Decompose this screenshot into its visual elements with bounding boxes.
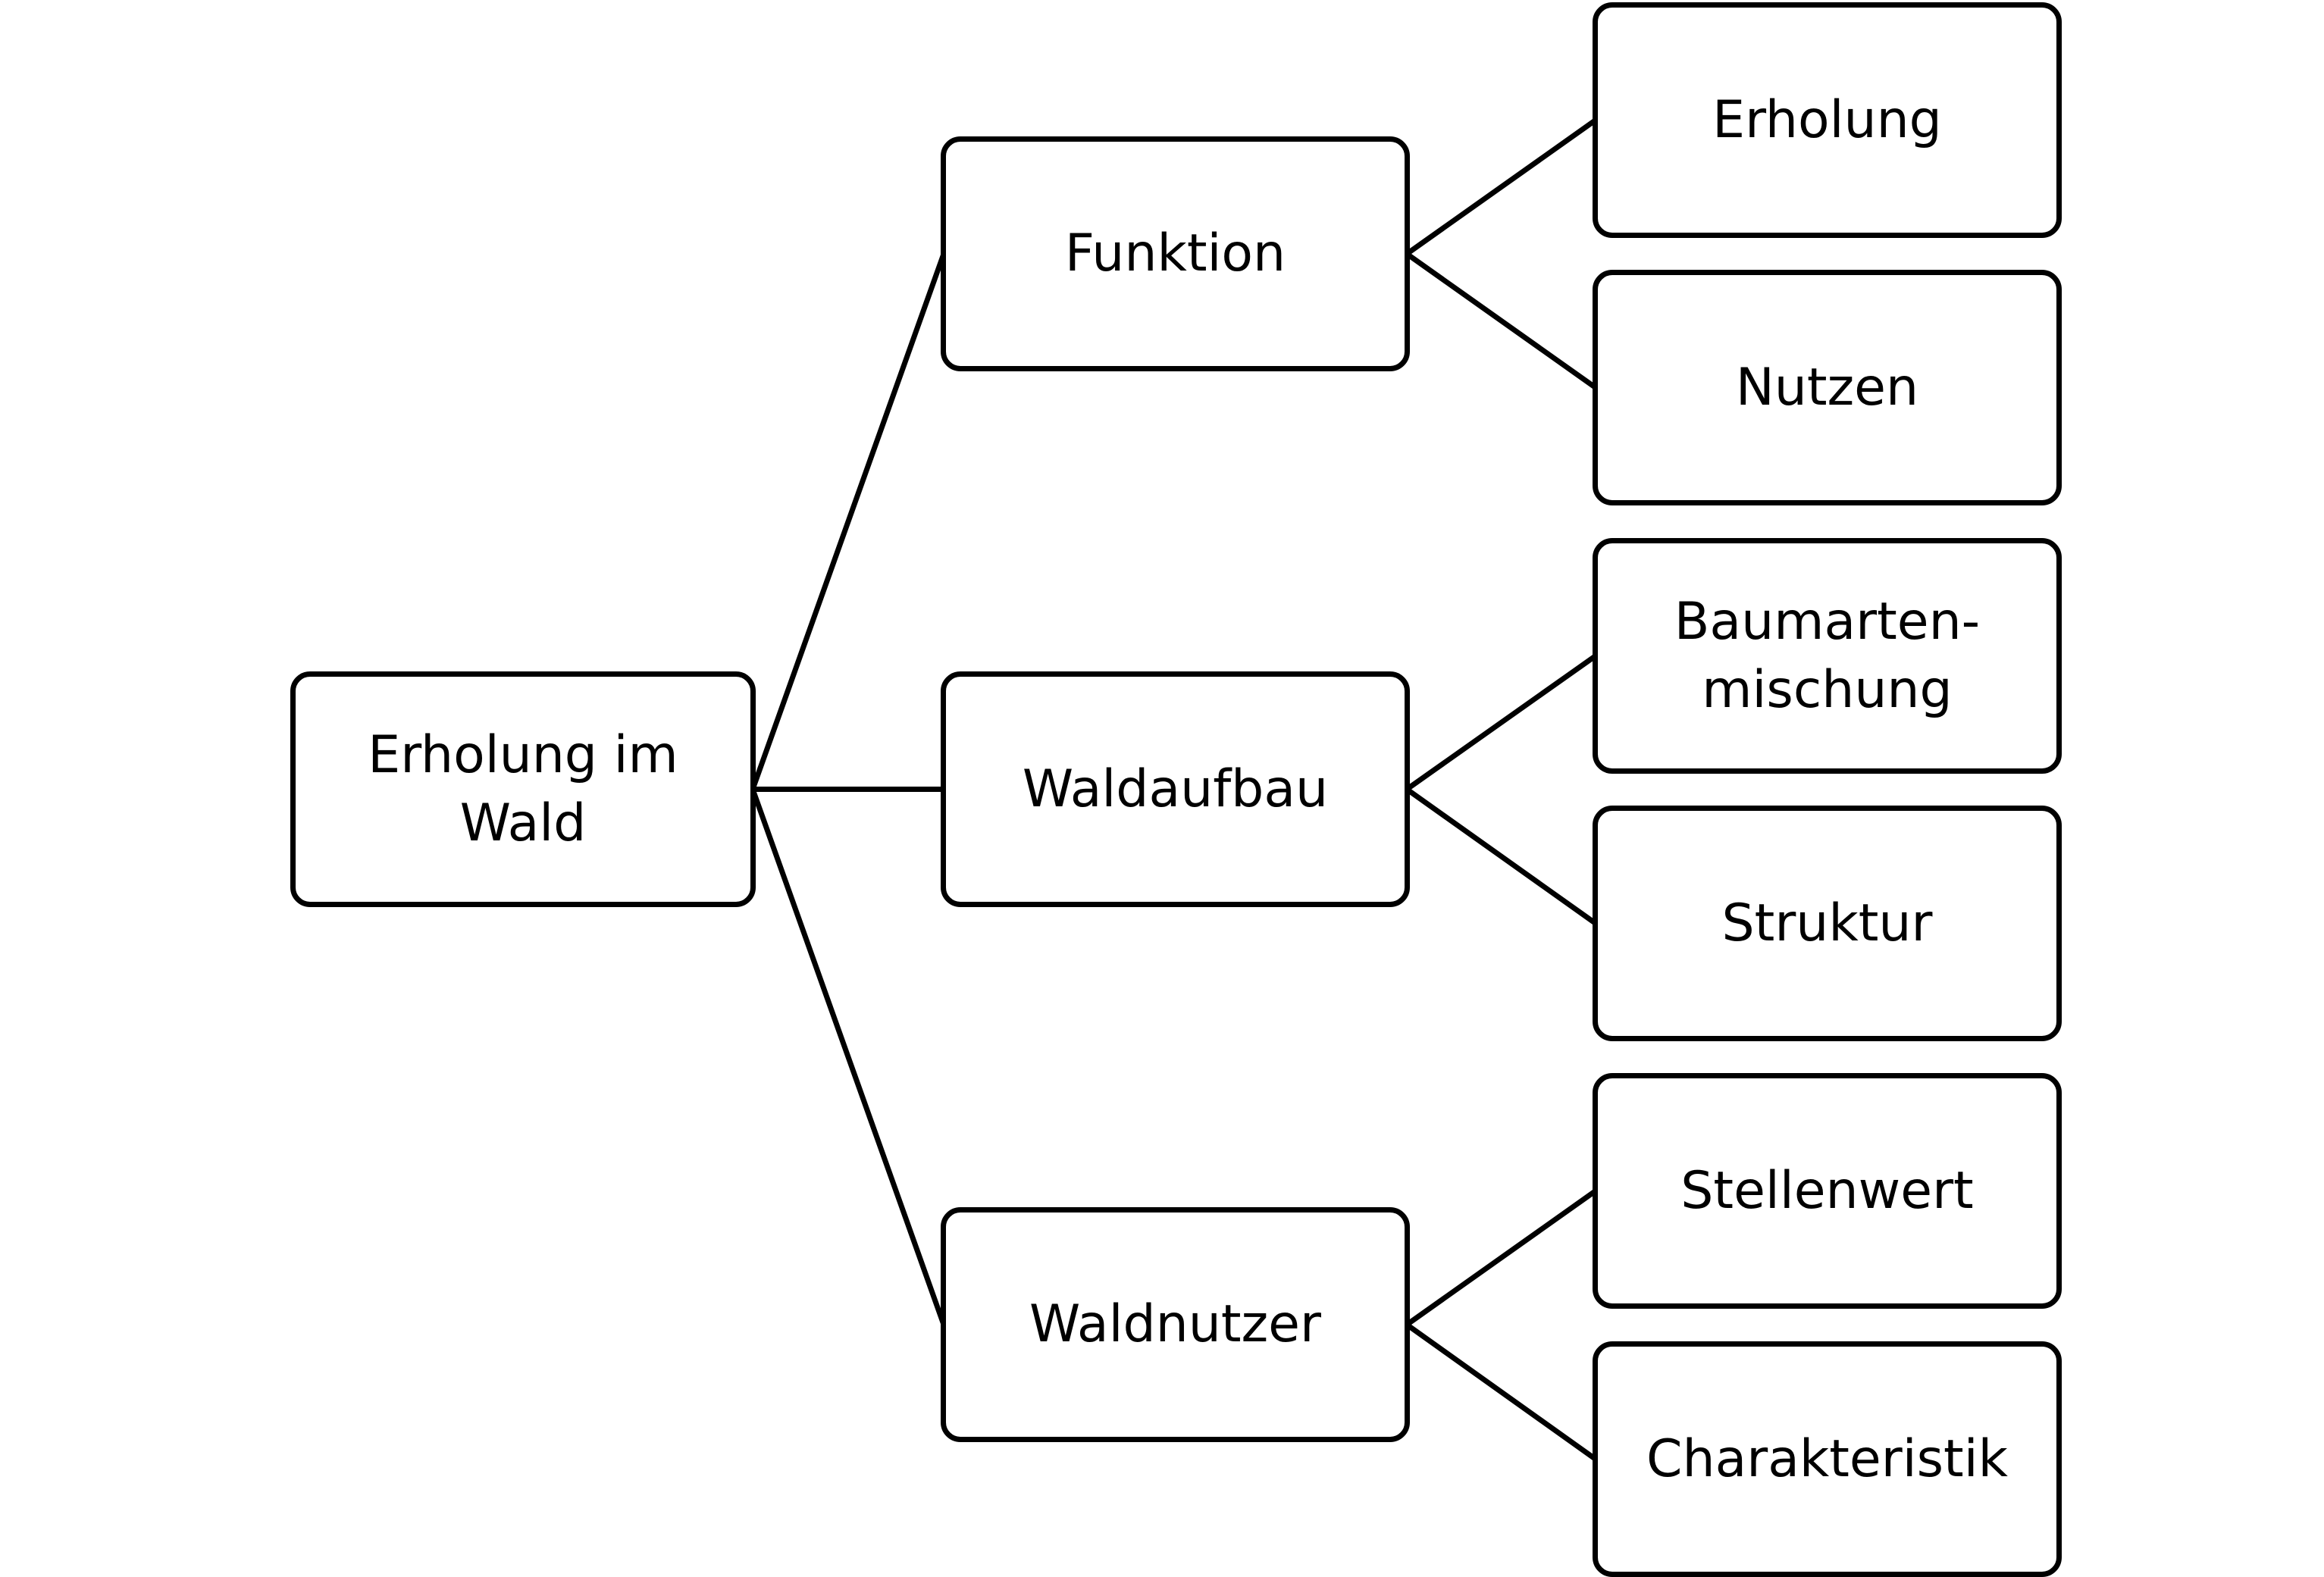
node-nutzen: Nutzen [1593,270,2062,505]
node-label: Funktion [1064,224,1286,284]
node-charakteristik: Charakteristik [1593,1341,2062,1577]
node-label: Erholung im Wald [368,724,678,853]
node-funktion: Funktion [941,136,1410,371]
node-label: Baumarten- mischung [1674,591,1981,720]
node-label: Charakteristik [1646,1428,2008,1489]
connector-aufbau-strukt [1404,787,1599,926]
node-stellenwert: Stellenwert [1593,1073,2062,1309]
node-label: Waldaufbau [1022,759,1329,819]
node-waldaufbau: Waldaufbau [941,671,1410,907]
connector-nutzer-stell [1404,1188,1599,1328]
connector-funk-nutzen [1404,251,1599,390]
node-root-erholung-im-wald: Erholung im Wald [290,671,756,907]
node-label: Nutzen [1735,357,1919,418]
connector-aufbau-baum [1404,653,1599,792]
node-waldnutzer: Waldnutzer [941,1207,1410,1442]
connector-root-funk [750,251,947,792]
node-label: Erholung [1712,89,1942,150]
node-label: Waldnutzer [1029,1294,1321,1355]
connector-nutzer-char [1404,1322,1599,1462]
node-label: Stellenwert [1680,1160,1974,1221]
node-erholung: Erholung [1593,2,2062,238]
node-baumartenmischung: Baumarten- mischung [1593,538,2062,774]
connector-funk-erh [1404,117,1599,257]
connector-root-nutzer [750,787,947,1328]
node-label: Struktur [1721,893,1933,953]
node-struktur: Struktur [1593,806,2062,1041]
